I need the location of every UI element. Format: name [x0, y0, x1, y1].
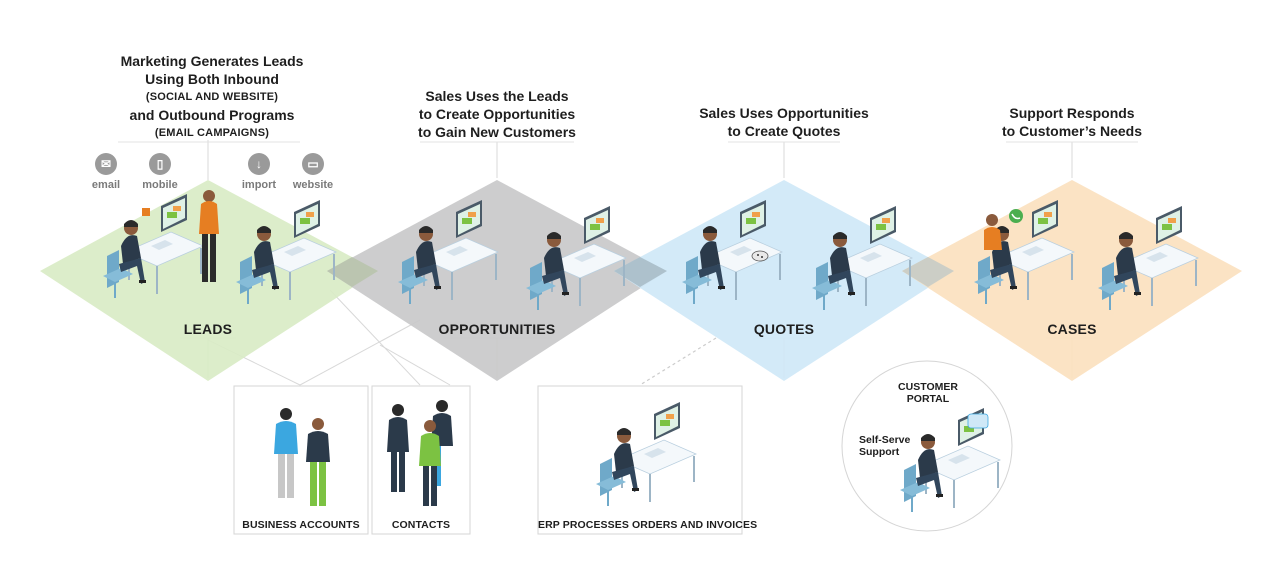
download-arrow-icon: ↓	[248, 153, 270, 175]
channel-import: ↓ import	[234, 153, 284, 191]
channel-mobile: ▯ mobile	[135, 153, 185, 191]
customer-portal-title: CUSTOMER PORTAL	[898, 381, 958, 405]
contacts-people	[387, 400, 453, 506]
business-accounts-label: BUSINESS ACCOUNTS	[242, 519, 360, 531]
business-accounts-people	[274, 408, 330, 506]
self-serve-support-note: Self-Serve Support	[859, 434, 911, 458]
envelope-icon: ✉	[95, 153, 117, 175]
connector-line	[329, 289, 421, 386]
portal-chat-bubble-icon	[967, 413, 989, 429]
mobile-phone-icon: ▯	[149, 153, 171, 175]
cases-diamond	[902, 180, 1242, 381]
overlap-quotes-cases	[902, 257, 954, 287]
opportunities-label: OPPORTUNITIES	[438, 321, 556, 337]
leads-standing-person	[199, 190, 219, 282]
leads-header: Marketing Generates Leads Using Both Inb…	[120, 53, 304, 139]
connector-line	[299, 319, 421, 386]
opportunities-diamond	[327, 180, 667, 381]
contacts-label: CONTACTS	[391, 519, 451, 531]
monitor-icon: ▭	[302, 153, 324, 175]
cases-header: Support Responds to Customer’s Needs	[1001, 105, 1143, 139]
quotes-label: QUOTES	[753, 321, 815, 337]
phone-call-bubble-icon	[1009, 209, 1023, 223]
cases-label: CASES	[1047, 321, 1097, 337]
business-accounts-box	[233, 385, 369, 535]
connector-line	[379, 344, 451, 386]
channel-website: ▭ website	[288, 153, 338, 191]
erp-label: ERP PROCESSES ORDERS AND INVOICES	[538, 519, 758, 531]
cases-support-agent	[984, 214, 1002, 250]
quotes-header: Sales Uses Opportunities to Create Quote…	[699, 105, 869, 139]
channel-email: ✉ email	[81, 153, 131, 191]
erp-dashed-connector	[639, 337, 717, 386]
leads-flag-icon	[142, 208, 150, 216]
opportunities-header: Sales Uses the Leads to Create Opportuni…	[418, 88, 576, 140]
overlap-opportunities-quotes	[614, 257, 667, 287]
overlap-leads-opportunities	[327, 257, 378, 287]
quotes-phone-icon	[751, 250, 769, 262]
leads-label: LEADS	[183, 321, 233, 337]
quotes-diamond	[614, 180, 954, 381]
